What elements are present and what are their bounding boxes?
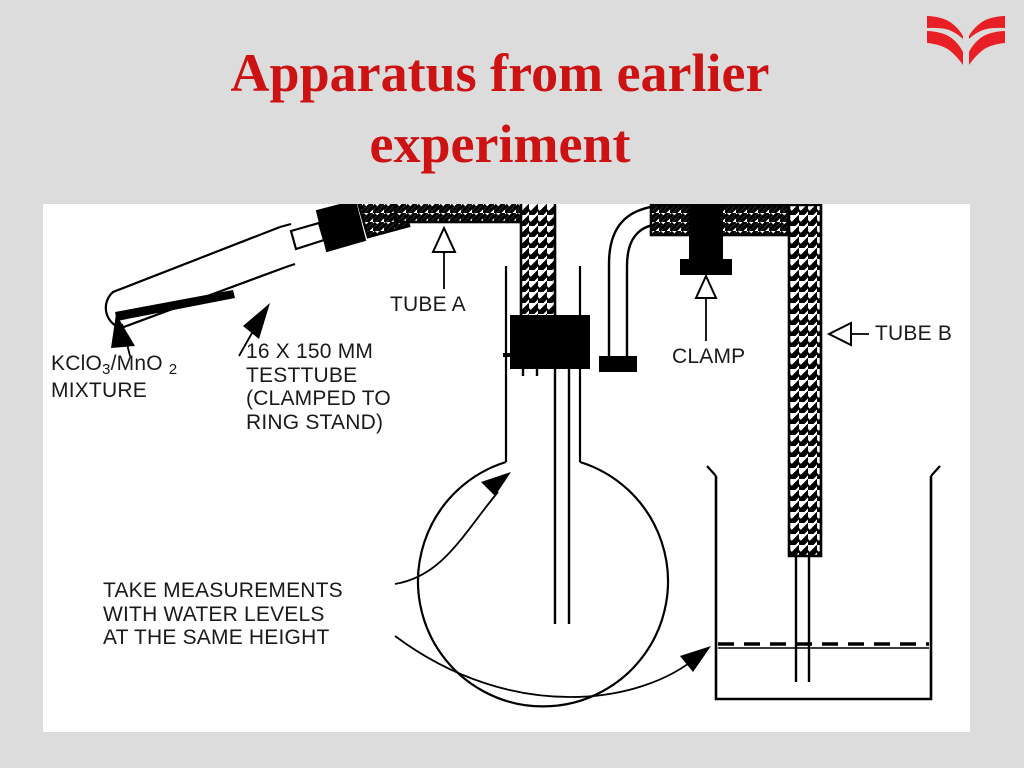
tube-a-rubber-tubing	[357, 204, 557, 324]
red-open-book-logo	[924, 14, 1008, 68]
apparatus-diagram-drawing	[104, 204, 941, 708]
measure-label-line-2: WITH WATER LEVELS	[103, 602, 325, 626]
label-clamp: CLAMP	[672, 345, 746, 368]
test-tube-stopper	[315, 204, 367, 253]
measure-label-line-3: AT THE SAME HEIGHT	[103, 626, 330, 650]
measure-label-line-1: TAKE MEASUREMENTS	[103, 579, 343, 602]
flask-delivery-tubes	[521, 316, 571, 624]
arrowheads	[111, 303, 711, 672]
label-tube-a: TUBE A	[390, 293, 466, 316]
water-beaker	[706, 465, 941, 701]
mixture-formula-sub-1: 3	[101, 361, 111, 379]
testtube-label-line-4: RING STAND)	[246, 410, 384, 434]
glass-tube-stub	[289, 221, 326, 251]
page-title: Apparatus from earlier experiment	[120, 38, 880, 181]
testtube-label-line-2: TESTTUBE	[246, 363, 358, 387]
tube-b-glass-end	[794, 556, 811, 682]
tube-joint	[599, 356, 637, 372]
mixture-formula-sub-2: 2	[168, 361, 178, 379]
mixture-label-line-2: MIXTURE	[51, 379, 147, 403]
testtube-label-line-3: (CLAMPED TO	[246, 387, 391, 411]
page-title-line-1: Apparatus from earlier	[230, 43, 770, 103]
testtube-label-line-1: 16 X 150 MM	[246, 340, 374, 363]
kclo3-mno2-mixture-layer	[115, 290, 235, 321]
mixture-formula-part-1: KClO	[51, 352, 102, 375]
label-tube-b: TUBE B	[875, 322, 953, 345]
page-title-line-2: experiment	[369, 114, 631, 175]
tube-b-rubber-tubing	[649, 204, 823, 558]
hollow-arrowheads	[431, 225, 852, 347]
pinch-clamp	[680, 204, 732, 275]
mixture-formula-part-2: /MnO	[110, 352, 163, 375]
